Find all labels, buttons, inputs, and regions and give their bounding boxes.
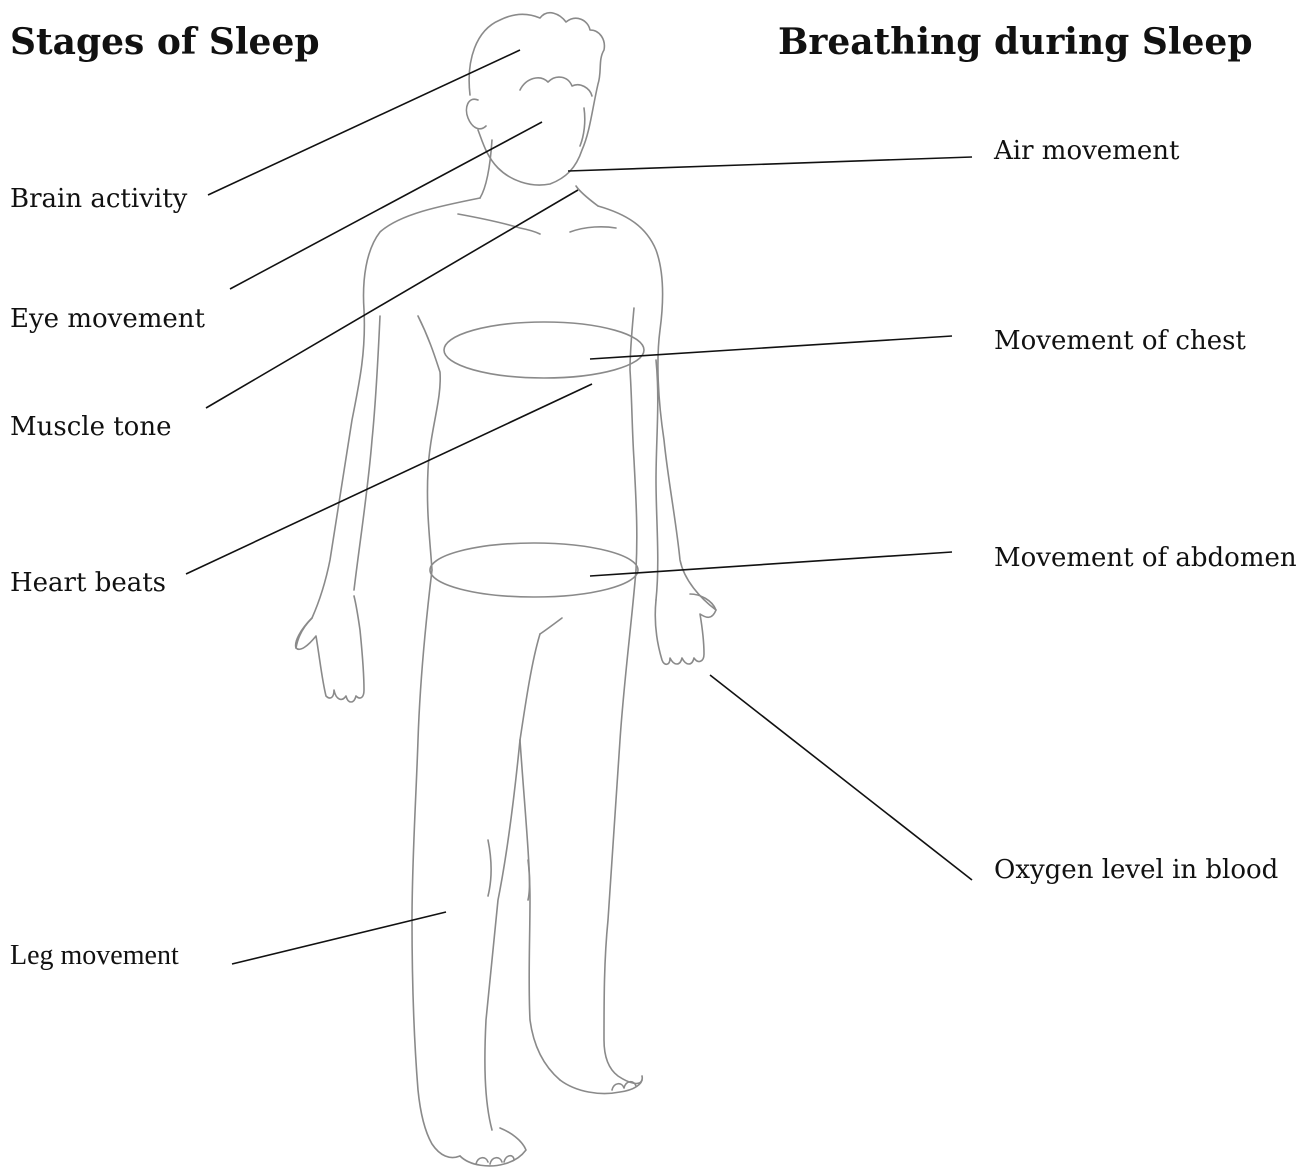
leader-chest [590,336,952,359]
label-eye-movement: Eye movement [10,306,205,332]
label-movement-of-abdomen: Movement of abdomen [994,545,1297,571]
leader-heart-beats [186,384,592,574]
leader-muscle-tone [206,190,578,408]
leader-leg-movement [232,912,446,964]
leader-brain-activity [208,50,520,195]
heading-breathing-during-sleep: Breathing during Sleep [778,24,1253,60]
label-muscle-tone: Muscle tone [10,414,171,440]
heading-stages-of-sleep: Stages of Sleep [10,24,320,60]
leader-abdomen [590,552,952,576]
label-leg-movement: Leg movement [10,942,179,970]
leader-air-movement [568,157,972,171]
label-oxygen-level-in-blood: Oxygen level in blood [994,857,1278,883]
label-brain-activity: Brain activity [10,186,187,212]
label-air-movement: Air movement [994,138,1179,164]
label-movement-of-chest: Movement of chest [994,328,1246,354]
leader-eye-movement [230,122,542,289]
label-heart-beats: Heart beats [10,570,166,596]
leader-oxygen [710,675,972,880]
